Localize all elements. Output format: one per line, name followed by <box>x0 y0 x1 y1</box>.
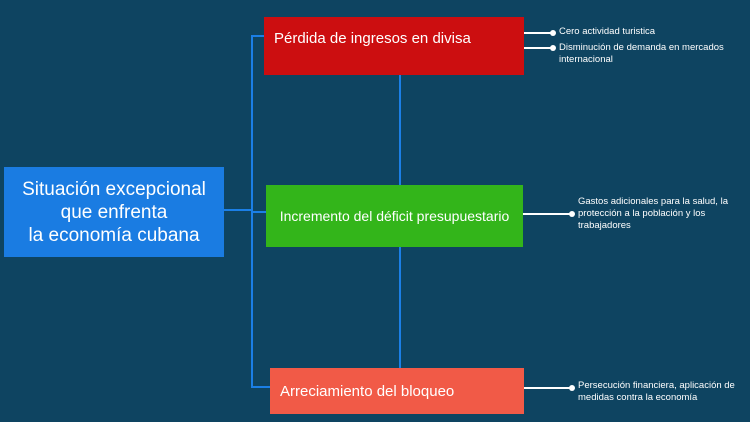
note-line <box>523 213 573 215</box>
branch-label: Arreciamiento del bloqueo <box>280 382 455 400</box>
connector-root <box>224 209 252 211</box>
bullet-icon <box>569 385 575 391</box>
note-disminucion: Disminución de demanda en mercados inter… <box>559 42 724 65</box>
note-gastos: Gastos adicionales para la salud, la pro… <box>578 196 728 231</box>
branch-bloqueo: Arreciamiento del bloqueo <box>270 368 524 414</box>
bullet-icon <box>550 45 556 51</box>
note-line <box>524 387 572 389</box>
connector-top <box>251 35 265 37</box>
connector-bottom <box>251 386 271 388</box>
bullet-icon <box>550 30 556 36</box>
note-line <box>524 32 552 34</box>
branch-deficit: Incremento del déficit presupuestario <box>266 185 523 247</box>
note-persecucion: Persecución financiera, aplicación de me… <box>578 380 735 403</box>
root-line-2: que enfrenta <box>60 201 168 223</box>
bullet-icon <box>569 211 575 217</box>
root-line-1: Situación excepcional <box>22 178 206 200</box>
branch-label: Incremento del déficit presupuestario <box>279 208 510 224</box>
root-node: Situación excepcional que enfrenta la ec… <box>4 167 224 257</box>
connector-mid <box>251 211 267 213</box>
root-line-3: la economía cubana <box>28 224 200 246</box>
branch-label: Pérdida de ingresos en divisa <box>274 29 471 47</box>
branch-perdida: Pérdida de ingresos en divisa <box>264 17 524 75</box>
note-line <box>524 47 552 49</box>
note-cero: Cero actividad turistica <box>559 26 656 37</box>
